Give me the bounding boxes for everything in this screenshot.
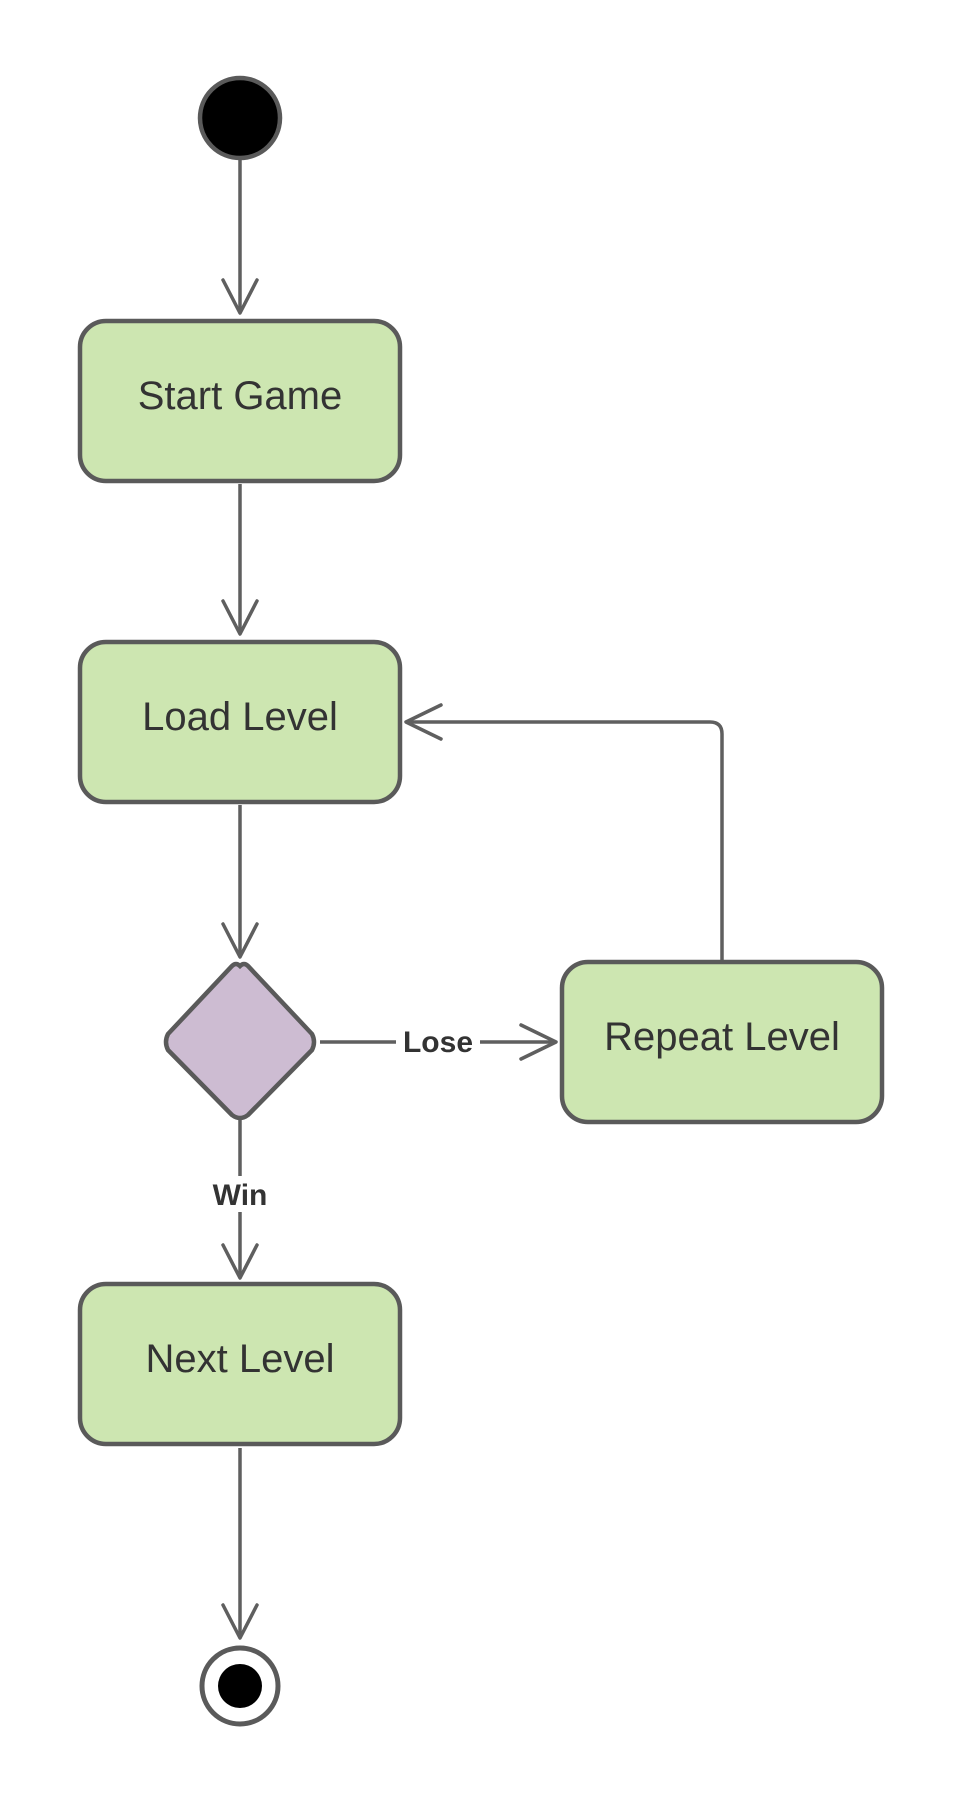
action-load-level[interactable]: Load Level <box>77 639 403 805</box>
final-node-core <box>218 1664 262 1708</box>
action-load-level-label: Load Level <box>142 695 338 739</box>
edges <box>221 160 724 1640</box>
edge-label-lose: Lose <box>403 1026 473 1059</box>
arrowhead-start <box>221 278 259 315</box>
action-repeat-level-box[interactable] <box>559 959 885 1125</box>
arrowhead-loop <box>404 703 443 741</box>
edge-label-win: Win <box>213 1179 268 1212</box>
action-start-game[interactable]: Start Game <box>77 318 403 484</box>
edge-repeat-to-load <box>406 720 724 962</box>
arrowhead-load <box>221 599 259 636</box>
action-next-level[interactable]: Next Level <box>77 1281 403 1447</box>
action-repeat-level[interactable]: Repeat Level <box>559 959 885 1125</box>
action-next-level-box[interactable] <box>77 1281 403 1447</box>
arrowhead-decision <box>221 922 259 959</box>
final-node[interactable] <box>199 1645 281 1727</box>
arrowhead-next <box>221 1243 259 1280</box>
action-next-level-label: Next Level <box>146 1337 335 1381</box>
arrowhead-repeat <box>519 1023 558 1061</box>
decision-node[interactable] <box>163 961 317 1121</box>
edge-labels: Lose Win <box>204 1024 480 1212</box>
arrowhead-final <box>221 1603 259 1640</box>
action-load-level-box[interactable] <box>77 639 403 805</box>
initial-node[interactable] <box>197 75 283 161</box>
action-start-game-label: Start Game <box>138 374 343 418</box>
action-repeat-level-label: Repeat Level <box>604 1015 840 1059</box>
action-start-game-box[interactable] <box>77 318 403 484</box>
